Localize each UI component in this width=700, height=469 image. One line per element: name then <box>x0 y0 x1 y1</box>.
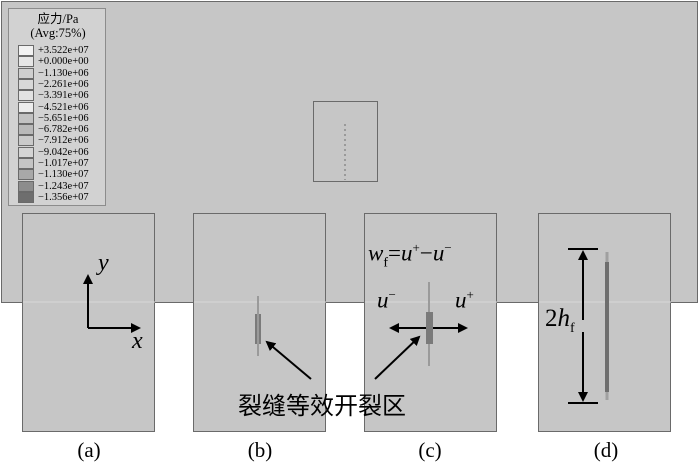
legend-value: −1.356e+07 <box>38 191 89 203</box>
formula-minus-op: − <box>419 240 433 266</box>
panel-label-c: (c) <box>418 438 442 462</box>
width-formula: wf=u+−u− <box>368 240 452 271</box>
legend-swatch <box>18 67 34 79</box>
legend-swatch <box>18 124 34 136</box>
legend-value: +3.522e+07 <box>38 45 89 56</box>
legend-swatch <box>18 56 34 68</box>
legend-swatch <box>18 45 34 56</box>
legend-subtitle: (Avg:75%) <box>30 26 86 40</box>
panel-label-b: (b) <box>247 438 273 462</box>
legend-swatch <box>18 78 34 90</box>
legend-swatch <box>18 191 34 203</box>
u-minus-label: u− <box>377 287 396 314</box>
legend-value: −7.912e+06 <box>38 135 89 147</box>
legend-swatch <box>18 101 34 113</box>
u-plus-sup: + <box>466 287 474 302</box>
legend-value: −4.521e+06 <box>38 101 89 113</box>
crack-b-pointer-arrow <box>265 340 312 380</box>
panel-label-a: (a) <box>77 438 101 462</box>
formula-plus: + <box>412 240 420 255</box>
crack-c <box>426 312 433 344</box>
u-plus-label: u+ <box>455 287 474 314</box>
legend-value: −5.651e+06 <box>38 112 89 124</box>
legend-value: −9.042e+06 <box>38 146 89 158</box>
formula-w: w <box>368 240 384 266</box>
panel-d <box>538 213 671 432</box>
legend-value: +0.000e+00 <box>38 56 89 68</box>
height-h: h <box>557 305 571 332</box>
formula-u1: u <box>401 240 413 266</box>
height-coef: 2 <box>545 305 558 332</box>
legend-swatch <box>18 90 34 102</box>
panel-label-d: (d) <box>593 438 619 462</box>
u-minus-u: u <box>377 287 389 313</box>
legend-value: −1.243e+07 <box>38 180 89 192</box>
legend-value: −6.782e+06 <box>38 124 89 136</box>
crack-zone-caption: 裂缝等效开裂区 <box>238 392 406 420</box>
legend-swatch <box>18 146 34 158</box>
crack-c-pointer-arrow <box>374 335 421 380</box>
legend-value: −1.017e+07 <box>38 158 89 169</box>
formula-w-sub: f <box>383 255 389 271</box>
u-plus-u: u <box>455 287 467 313</box>
formula-minus: − <box>444 240 452 255</box>
legend-value: −1.130e+07 <box>38 169 89 181</box>
formula-u2: u <box>432 240 445 266</box>
legend-swatch <box>18 112 34 124</box>
legend-swatch <box>18 169 34 181</box>
legend-value: −1.130e+06 <box>38 67 89 79</box>
height-sub: f <box>570 321 575 336</box>
formula-eq: = <box>388 240 401 266</box>
u-minus-sup: − <box>388 287 396 302</box>
legend-title: 应力/Pa <box>37 12 79 26</box>
crack-height-label: 2hf <box>545 305 575 337</box>
legend-swatch <box>18 158 34 169</box>
legend-value: −2.261e+06 <box>38 78 89 90</box>
y-axis-label: y <box>98 250 109 276</box>
crack-inset-panel <box>313 101 378 182</box>
stress-legend: 应力/Pa (Avg:75%) +3.522e+07+0.000e+00−1.1… <box>8 8 106 206</box>
legend-swatch <box>18 135 34 147</box>
x-axis-label: x <box>132 328 143 354</box>
legend-swatch <box>18 180 34 192</box>
legend-value: −3.391e+06 <box>38 90 89 102</box>
